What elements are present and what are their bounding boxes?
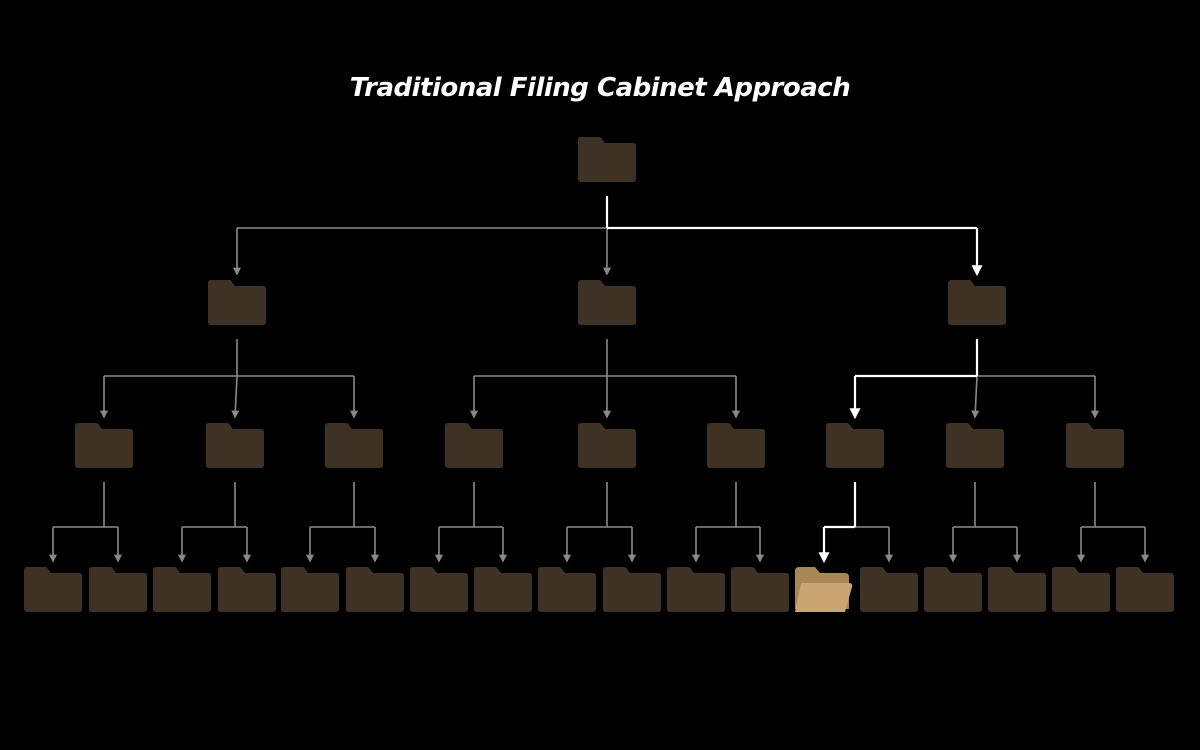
folder-icon [1066, 423, 1124, 468]
folder-icon [578, 137, 636, 182]
folder-icon [208, 280, 266, 325]
folder-icon [1116, 567, 1174, 612]
folder-icon [24, 567, 82, 612]
folder-icon [410, 567, 468, 612]
folder-icon [826, 423, 884, 468]
folder-icon [731, 567, 789, 612]
folder-icon [948, 280, 1006, 325]
folder-icon [218, 567, 276, 612]
folder-icon [206, 423, 264, 468]
folder-icon [325, 423, 383, 468]
folder-icon [924, 567, 982, 612]
folder-icon [946, 423, 1004, 468]
folder-icon [667, 567, 725, 612]
diagram-title: Traditional Filing Cabinet Approach [349, 73, 851, 103]
folder-icon [75, 423, 133, 468]
folder-icon [578, 280, 636, 325]
folder-icon [1052, 567, 1110, 612]
folder-icon [474, 567, 532, 612]
folder-icon [578, 423, 636, 468]
folder-icon [603, 567, 661, 612]
folder-icon [153, 567, 211, 612]
folder-open-icon [795, 567, 853, 612]
connector-arrow [971, 375, 980, 419]
folder-icon [707, 423, 765, 468]
folder-icon [538, 567, 596, 612]
folder-icon [89, 567, 147, 612]
folder-icon [281, 567, 339, 612]
folder-icon [346, 567, 404, 612]
folder-icon [445, 423, 503, 468]
folder-icon [988, 567, 1046, 612]
folder-icon [860, 567, 918, 612]
connector-arrow [231, 375, 240, 419]
